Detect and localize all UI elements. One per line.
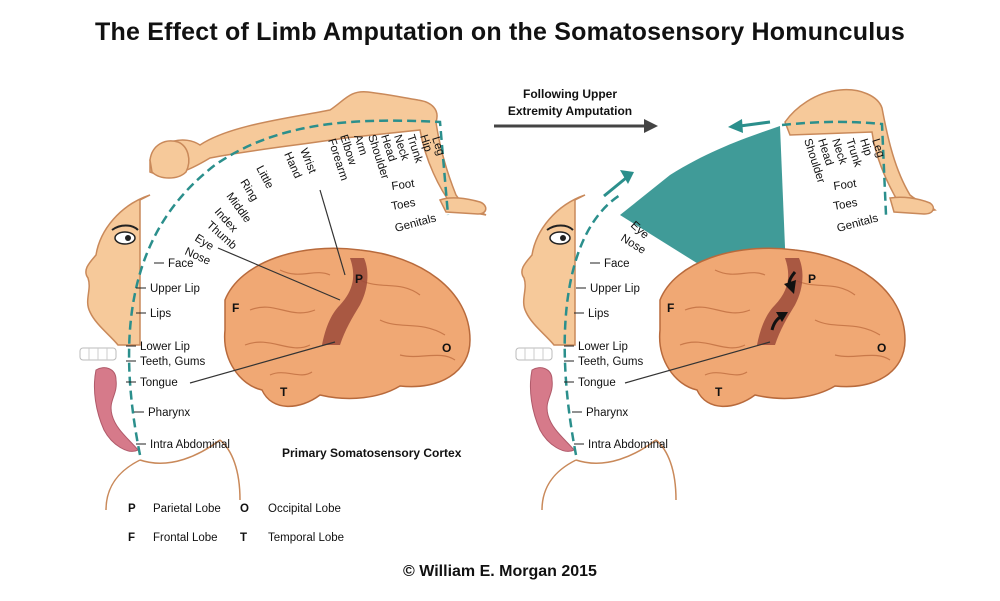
left-tongue-silhouette bbox=[93, 367, 139, 452]
arrow-right-icon bbox=[644, 119, 658, 133]
right-label-face: Face bbox=[604, 258, 630, 270]
legend-letter-frontal: F bbox=[128, 532, 135, 544]
legend-letter-temporal: T bbox=[240, 532, 247, 544]
legend-letter-occipital: O bbox=[240, 503, 249, 515]
diagram-title: The Effect of Limb Amputation on the Som… bbox=[95, 18, 905, 46]
left-label-tongue: Tongue bbox=[140, 377, 178, 389]
right-label-pharynx: Pharynx bbox=[586, 407, 628, 419]
left-label-upper-lip: Upper Lip bbox=[150, 283, 200, 295]
left-foot-silhouette bbox=[438, 197, 487, 215]
transition-arrow: Following Upper Extremity Amputation bbox=[494, 87, 658, 133]
right-torso-outline bbox=[541, 439, 677, 511]
legend-name-frontal: Frontal Lobe bbox=[153, 532, 218, 544]
right-lobe-occipital: O bbox=[877, 341, 886, 355]
left-label-lower-lip: Lower Lip bbox=[140, 341, 190, 353]
right-label-intra-abdominal: Intra Abdominal bbox=[588, 439, 668, 451]
right-label-lips: Lips bbox=[588, 308, 609, 320]
left-homunculus-panel: P F T O GenitalsToesFootLegHipTrunkNeckH… bbox=[79, 91, 487, 511]
left-torso-outline bbox=[105, 439, 241, 511]
lobe-legend: P Parietal Lobe O Occipital Lobe F Front… bbox=[128, 503, 344, 544]
shift-arrow-up-icon bbox=[620, 170, 634, 184]
arrow-caption-line2: Extremity Amputation bbox=[508, 104, 632, 118]
legend-name-parietal: Parietal Lobe bbox=[153, 503, 221, 515]
left-brain bbox=[223, 247, 471, 408]
legend-letter-parietal: P bbox=[128, 503, 136, 515]
left-label-hip: Hip bbox=[417, 133, 434, 153]
right-label-upper-lip: Upper Lip bbox=[590, 283, 640, 295]
right-label-toes: Toes bbox=[832, 197, 858, 213]
cortex-caption: Primary Somatosensory Cortex bbox=[282, 446, 462, 460]
left-label-teeth-gums: Teeth, Gums bbox=[140, 356, 205, 368]
right-label-foot: Foot bbox=[833, 178, 858, 193]
left-somatosensory-strip bbox=[322, 258, 368, 345]
legend-name-occipital: Occipital Lobe bbox=[268, 503, 341, 515]
right-brain bbox=[658, 247, 906, 408]
copyright-notice: © William E. Morgan 2015 bbox=[403, 563, 597, 580]
right-cortex-arc bbox=[563, 120, 888, 456]
left-hand-silhouette bbox=[149, 140, 190, 179]
left-cortex-arc bbox=[127, 119, 450, 456]
right-tongue-silhouette bbox=[529, 367, 575, 452]
right-lobe-parietal: P bbox=[808, 272, 816, 286]
left-lobe-occipital: O bbox=[442, 341, 451, 355]
strip-arrow-down-icon bbox=[784, 280, 796, 294]
left-label-pharynx: Pharynx bbox=[148, 407, 190, 419]
left-label-leg: Leg bbox=[429, 135, 446, 157]
shift-arrow-left-icon bbox=[728, 119, 743, 133]
right-lobe-frontal: F bbox=[667, 301, 674, 315]
arrow-caption-line1: Following Upper bbox=[523, 87, 617, 101]
left-lobe-temporal: T bbox=[280, 385, 288, 399]
legend-name-temporal: Temporal Lobe bbox=[268, 532, 344, 544]
left-label-intra-abdominal: Intra Abdominal bbox=[150, 439, 230, 451]
right-lobe-temporal: T bbox=[715, 385, 723, 399]
right-stump-silhouette bbox=[784, 88, 937, 213]
strip-arrow-up-icon bbox=[776, 312, 788, 322]
right-face-silhouette bbox=[521, 194, 586, 346]
left-label-foot: Foot bbox=[391, 178, 416, 193]
left-label-toes: Toes bbox=[390, 197, 416, 213]
left-lobe-frontal: F bbox=[232, 301, 239, 315]
right-label-hip: Hip bbox=[857, 137, 874, 157]
right-label-genitals: Genitals bbox=[836, 212, 880, 235]
right-foot-silhouette bbox=[889, 196, 935, 215]
left-label-face: Face bbox=[168, 258, 194, 270]
left-rotated-labels: GenitalsToesFootLegHipTrunkNeckHeadShoul… bbox=[183, 133, 447, 267]
left-label-genitals: Genitals bbox=[394, 212, 438, 235]
left-face-silhouette bbox=[85, 194, 151, 346]
left-arm-silhouette bbox=[149, 91, 487, 216]
left-label-lips: Lips bbox=[150, 308, 171, 320]
right-label-tongue: Tongue bbox=[578, 377, 616, 389]
right-label-teeth-gums: Teeth, Gums bbox=[578, 356, 643, 368]
right-homunculus-panel: P F T O GenitalsToesFootLegHipTrunkNeckH… bbox=[515, 88, 937, 511]
left-lobe-parietal: P bbox=[355, 272, 363, 286]
right-label-lower-lip: Lower Lip bbox=[578, 341, 628, 353]
left-label-little: Little bbox=[253, 164, 275, 191]
right-label-leg: Leg bbox=[869, 137, 886, 159]
